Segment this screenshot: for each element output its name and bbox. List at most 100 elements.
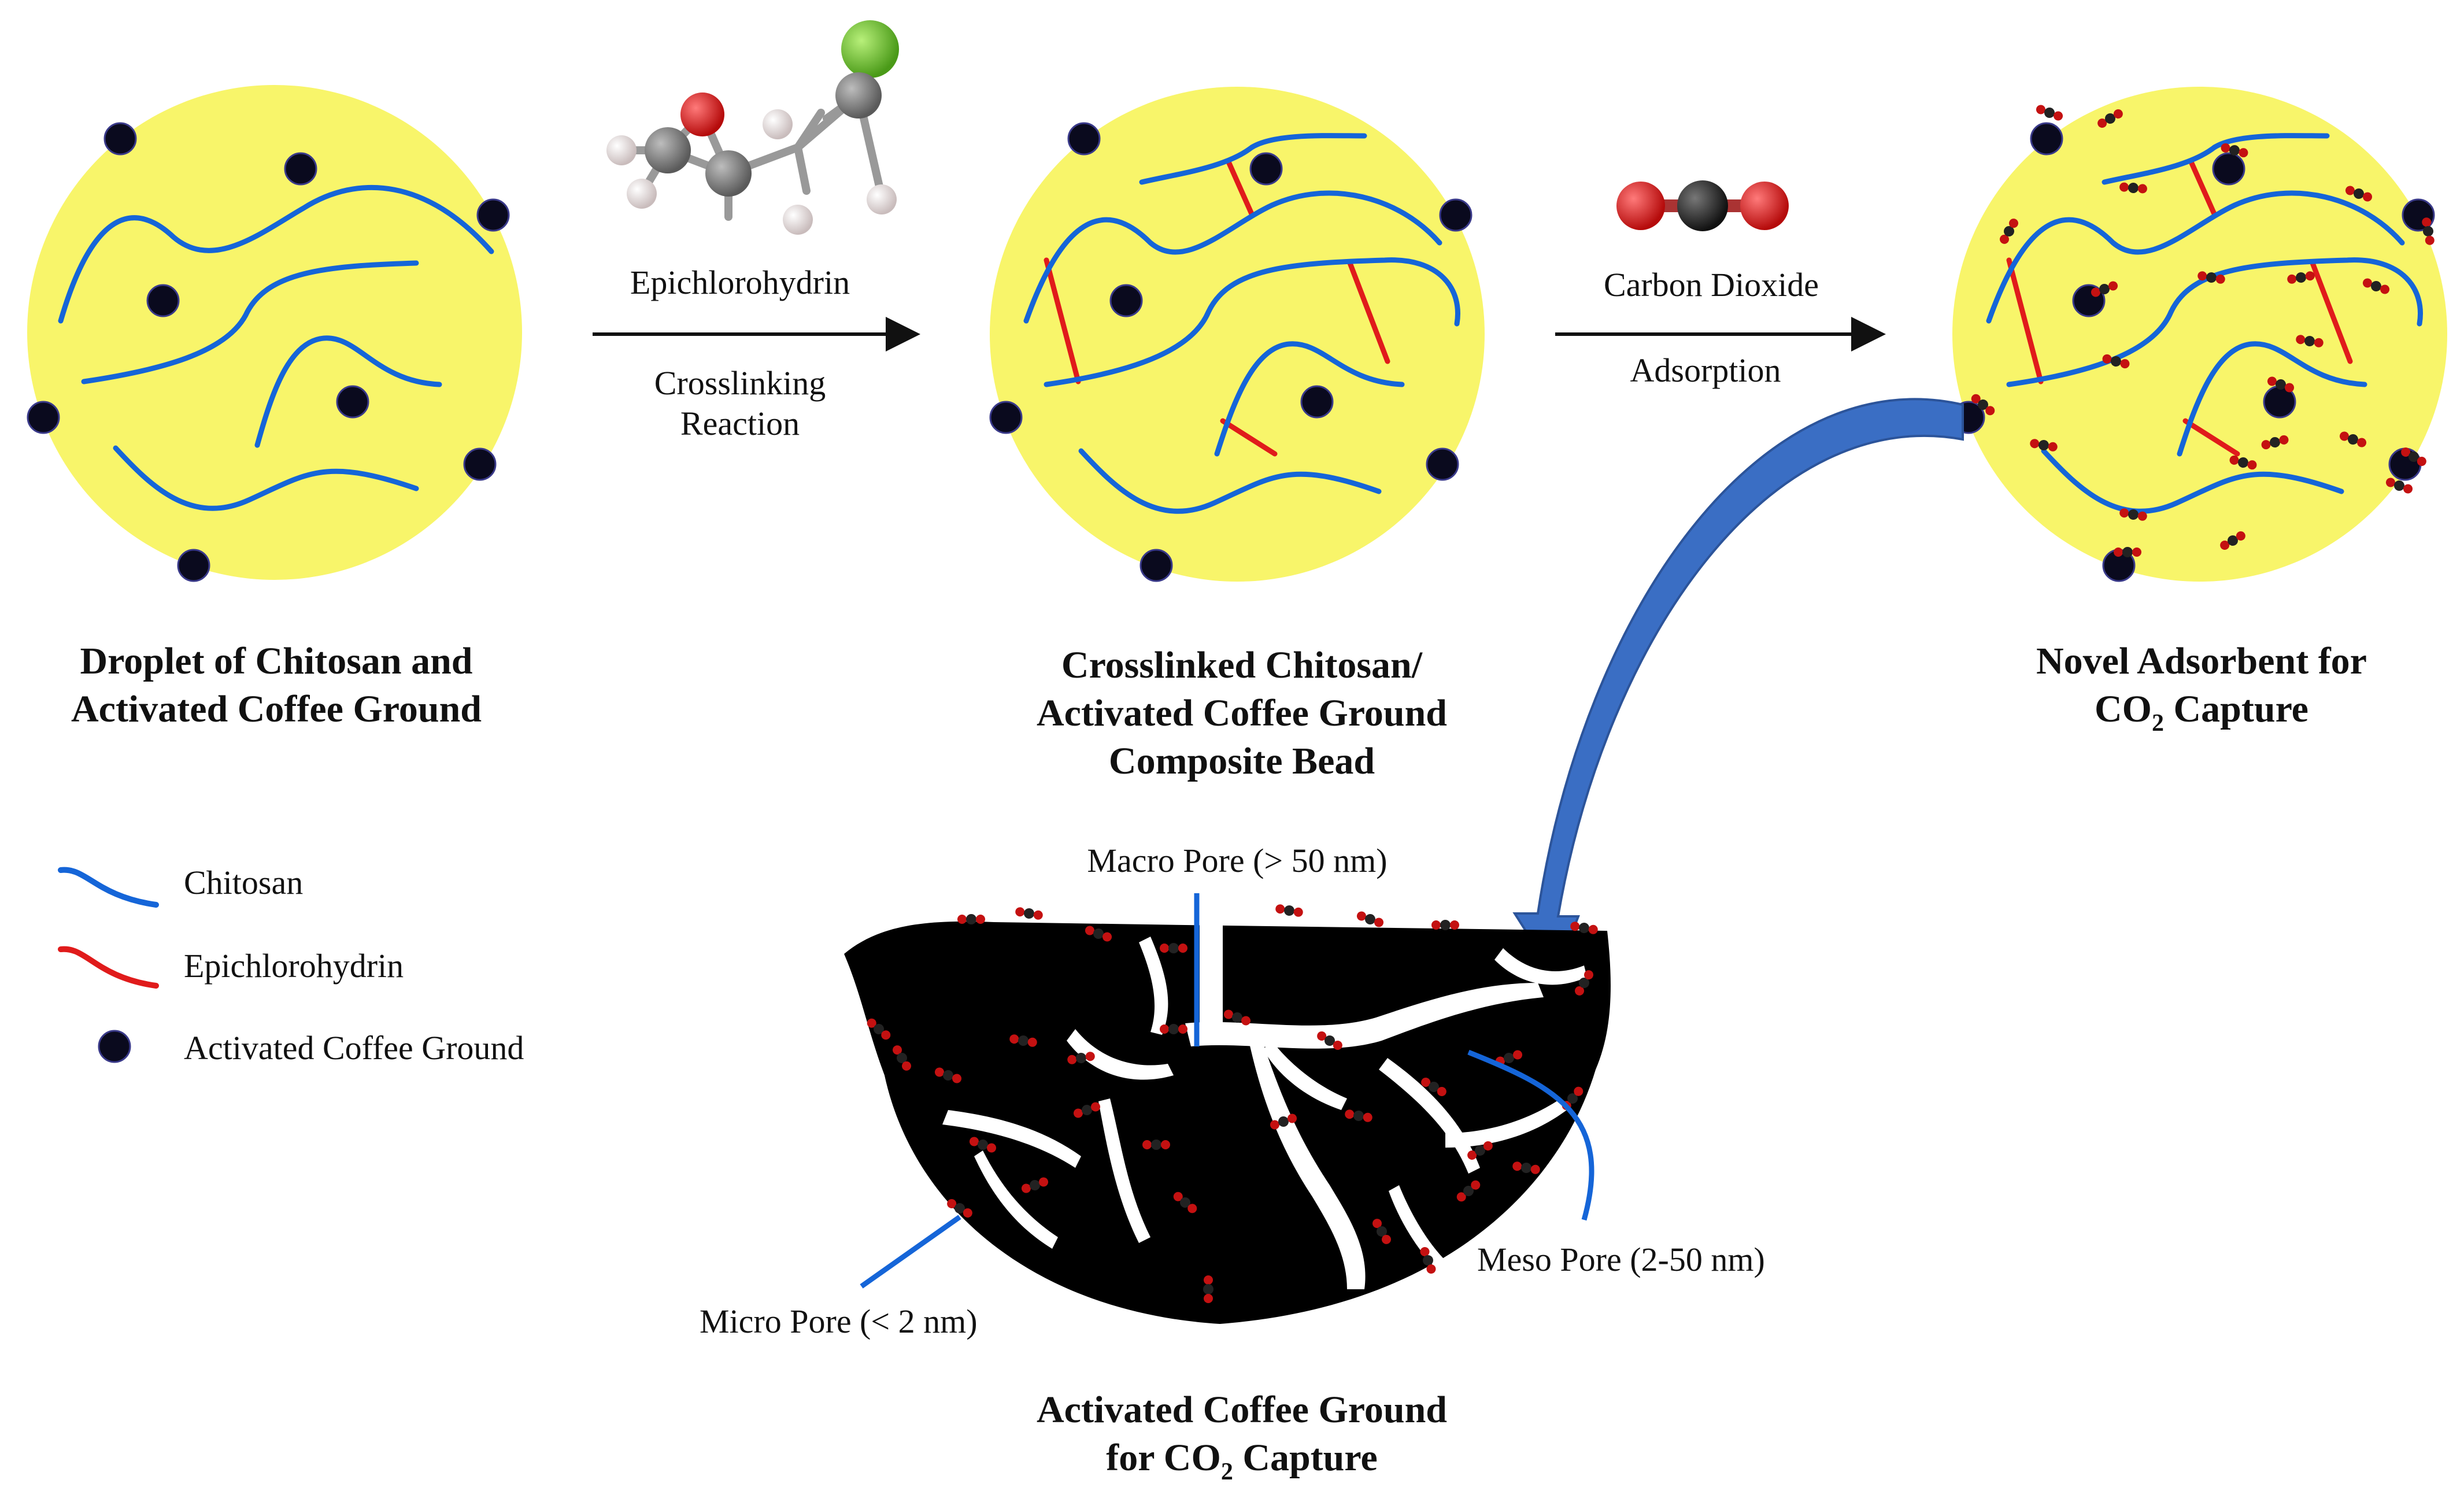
crosslinking-label: Crosslinking [654, 364, 826, 402]
co2-molecule-icon [947, 1199, 972, 1218]
stage2-caption-line2: Activated Coffee Ground [1037, 692, 1447, 734]
legend: Chitosan Epichlorohydrin Activated Coffe… [58, 864, 524, 1067]
crosslinks [1044, 159, 1390, 457]
co2-molecule-icon [2345, 186, 2373, 202]
co2-molecule-icon [1570, 922, 1598, 934]
meso-pore-pointer [1467, 1049, 1594, 1221]
co2-molecule-icon [2114, 547, 2141, 557]
chitosan-chains [58, 184, 494, 511]
co2-molecule-icon [2296, 335, 2324, 347]
co2-molecule-icon [1203, 1275, 1213, 1303]
co2-molecule-icon [1372, 1219, 1391, 1244]
co2-molecule-icon [1073, 1102, 1101, 1118]
bottom-caption-line1: Activated Coffee Ground [1037, 1389, 1447, 1431]
arrow1-group: Epichlorohydrin Crosslinking Reaction [593, 20, 920, 442]
legend-coffee-label: Activated Coffee Ground [184, 1029, 524, 1067]
co2-molecule-icon [1431, 920, 1459, 930]
co2-molecule-icon [2000, 219, 2018, 244]
carbon-dioxide-molecule-icon [1616, 180, 1789, 231]
co2-molecule-icon [2401, 447, 2426, 466]
micro-pore-pointer [860, 1215, 961, 1289]
zoom-arrow [1512, 398, 1964, 980]
co2-molecule-icon [957, 914, 985, 924]
epichlorohydrin-label: Epichlorohydrin [630, 264, 850, 301]
co2-molecule-icon [1420, 1246, 1436, 1274]
co2-molecule-icon [2261, 435, 2289, 450]
co2-molecule-icon [2036, 105, 2063, 121]
adsorbed-co2-molecules [1971, 105, 2435, 557]
co2-molecule-icon [1971, 394, 1995, 416]
co2-molecule-icon [2287, 271, 2315, 284]
co2-molecule-icon [1085, 926, 1112, 942]
co2-molecule-icon [1160, 1024, 1187, 1034]
co2-molecule-icon [2220, 531, 2245, 550]
co2-molecule-icon [2119, 508, 2147, 521]
co2-molecule-icon [2221, 143, 2248, 158]
co2-molecule-icon [1021, 1177, 1049, 1193]
carbon-dioxide-label: Carbon Dioxide [1604, 266, 1819, 304]
stage3-adsorbent [1952, 87, 2447, 582]
co2-molecule-icon [2097, 109, 2123, 128]
legend-coffee-dot-icon [98, 1030, 131, 1063]
stage2-bead [989, 87, 1485, 582]
stage2-caption-line1: Crosslinked Chitosan/ [1061, 644, 1423, 686]
crosslinks [2006, 159, 2353, 457]
co2-molecule-icon [1467, 1141, 1493, 1160]
co2-molecule-icon [2339, 431, 2367, 447]
co2-molecule-icon [2267, 376, 2295, 393]
co2-molecule-icon [1345, 1109, 1372, 1122]
co2-molecule-icon [1009, 1034, 1037, 1047]
co2-molecule-icon [2102, 354, 2130, 369]
co2-molecule-icon [2362, 278, 2390, 294]
co2-molecule-icon [2229, 455, 2257, 470]
co2-molecule-icon [1275, 904, 1303, 917]
co2-molecule-icon [1317, 1031, 1342, 1050]
chitosan-chains [1023, 133, 1460, 514]
adsorption-label: Adsorption [1630, 352, 1781, 389]
co2-molecule-icon [2030, 439, 2058, 452]
co2-molecule-icon [2197, 271, 2225, 284]
legend-chitosan-icon [58, 867, 159, 908]
co2-molecule-icon [2385, 478, 2413, 494]
coffee-particles [989, 122, 1473, 582]
co2-molecule-icon [1142, 1140, 1170, 1150]
droplet-bead [27, 85, 522, 580]
legend-epichlorohydrin-label: Epichlorohydrin [184, 947, 404, 985]
adsorbent-bead [1952, 87, 2447, 582]
co2-molecule-icon [1456, 1180, 1481, 1202]
co2-molecule-icon [969, 1137, 997, 1153]
stage3-caption-line1: Novel Adsorbent for [2036, 640, 2367, 682]
stage1-droplet [27, 85, 522, 582]
co2-molecule-icon [1160, 943, 1187, 953]
co2-molecule-icon [2091, 281, 2118, 297]
macro-pore-label: Macro Pore (> 50 nm) [1087, 842, 1387, 879]
co2-molecule-icon [2119, 182, 2147, 194]
stage3-caption-line2: CO2 Capture [2095, 688, 2308, 737]
legend-epichlorohydrin-icon [58, 946, 159, 989]
co2-molecule-icon [1512, 1161, 1540, 1174]
legend-chitosan-label: Chitosan [184, 864, 303, 901]
stage2-caption-line3: Composite Bead [1109, 740, 1375, 782]
co2-molecule-icon [893, 1045, 911, 1071]
composite-bead [990, 87, 1485, 582]
co2-molecule-icon [1575, 970, 1593, 996]
meso-pore-label: Meso Pore (2-50 nm) [1477, 1241, 1765, 1278]
co2-molecule-icon [1223, 1009, 1251, 1026]
adsorbed-co2-molecules [867, 904, 1598, 1303]
co2-molecule-icon [867, 1018, 891, 1040]
coffee-particles [27, 122, 510, 582]
reaction-label: Reaction [680, 405, 800, 442]
porous-hemisphere [844, 902, 1611, 1324]
co2-molecule-icon [2422, 217, 2435, 245]
co2-molecule-icon [1067, 1052, 1095, 1064]
co2-molecule-icon [1173, 1192, 1197, 1214]
bottom-caption-line2: for CO2 Capture [1106, 1437, 1378, 1485]
micro-pore-label: Micro Pore (< 2 nm) [700, 1303, 978, 1340]
co2-molecule-icon [1270, 1113, 1297, 1130]
co2-molecule-icon [1015, 907, 1043, 920]
pore-channels [942, 902, 1587, 1289]
co2-molecule-icon [934, 1067, 962, 1083]
co2-molecule-icon [1356, 911, 1384, 927]
